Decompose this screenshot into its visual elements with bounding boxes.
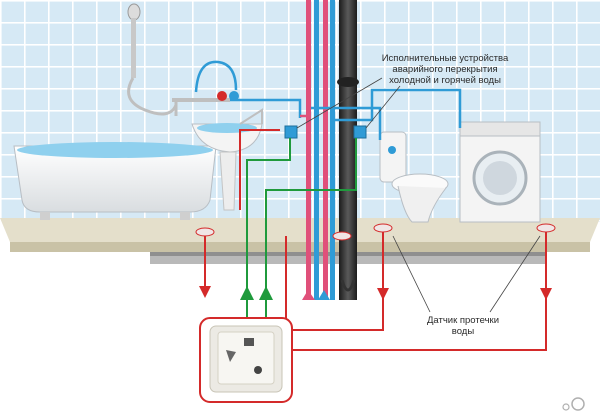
leak-sensor-label-line-2: воды xyxy=(451,326,475,337)
floor-slab xyxy=(0,218,600,264)
leak-sensors xyxy=(195,223,556,241)
leak-sensor-label-line-1: Датчик протечки xyxy=(426,315,500,326)
hot-water-riser-2 xyxy=(323,0,328,300)
valve-hot xyxy=(353,125,367,139)
actuators-label-line-2: аварийного перекрытия xyxy=(392,64,498,75)
leak-sensor xyxy=(195,227,215,237)
shutoff-valves xyxy=(284,77,401,139)
controller-unit-icon xyxy=(199,317,293,403)
actuators-label-line-3: холодной и горячей воды xyxy=(389,75,501,86)
washing-machine-icon xyxy=(459,121,541,223)
cold-water-riser-2 xyxy=(330,0,335,300)
cold-water-riser xyxy=(314,0,319,300)
bathtub-icon xyxy=(13,142,217,220)
leak-sensor xyxy=(373,223,393,233)
water-risers xyxy=(306,0,359,300)
sensor-label-pointers xyxy=(392,235,541,313)
shower-icon xyxy=(127,3,178,116)
actuators-label: Исполнительные устройства аварийного пер… xyxy=(360,53,530,86)
leak-sensor-label: Датчик протечки воды xyxy=(398,315,528,337)
leak-sensor xyxy=(332,231,352,241)
toilet-icon xyxy=(379,131,449,223)
branch-pipes xyxy=(239,88,462,210)
actuators-label-line-1: Исполнительные устройства xyxy=(381,53,509,64)
hot-water-riser xyxy=(306,0,311,300)
valve-cold xyxy=(284,125,298,139)
green-control-wires xyxy=(240,138,357,318)
leak-sensor xyxy=(536,223,556,233)
drain-riser xyxy=(339,0,357,300)
corner-logo xyxy=(562,397,585,411)
flow-arrows xyxy=(302,290,330,300)
faucet-supply-lines xyxy=(172,60,302,118)
